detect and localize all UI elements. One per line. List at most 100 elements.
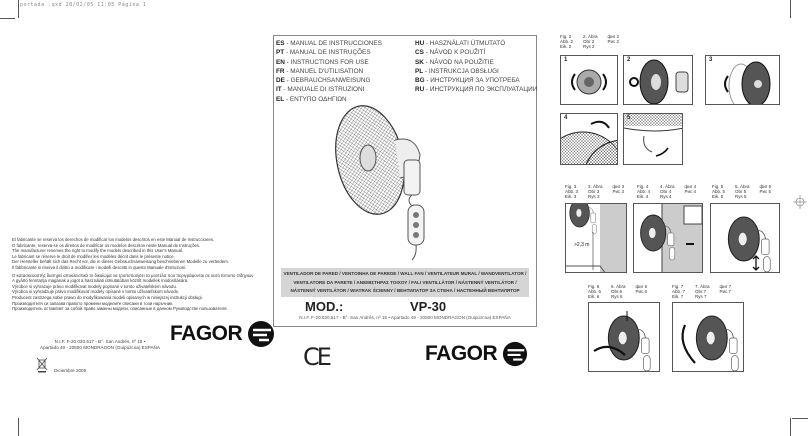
language-item: DE - GEBRAUCHSANWEISUNG [276, 76, 382, 85]
figure-caption: 5. Ábra Obr 5 Rys 5 [735, 184, 750, 199]
language-title: - MANUAL DE INSTRUCCIONES [286, 40, 382, 47]
figure-caption: 6. Ábra Obr.6 Rys 6 [611, 284, 626, 299]
language-code: SK [415, 58, 424, 66]
language-code: ES [276, 40, 285, 47]
fig2-step3-drawing [724, 61, 771, 104]
legal-line: Der Hersteller behält sich das Recht vor… [12, 259, 230, 265]
language-code: CS [415, 49, 424, 57]
model-number: VP-30 [410, 299, 447, 314]
figure-caption: фиг 7 Рис.7 [719, 284, 732, 294]
language-item: RU - ИНСТРУКЦИЯ ПО ЭКСПЛУАТАЦИИ [415, 85, 537, 94]
legal-line: Il fabbricante si riserva il diritto a m… [12, 264, 187, 270]
figure-caption: фиг 4 Рис 4 [684, 184, 697, 194]
language-item: ES - MANUAL DE INSTRUCCIONES [276, 39, 382, 48]
language-code: PL [415, 67, 424, 75]
language-title: - MANUAL DE INSTRUÇÕES [285, 49, 371, 57]
cover-frame [273, 35, 537, 327]
crop-mark [790, 0, 791, 18]
legal-line: A gyártó fenntartja magának a jogot a ha… [12, 278, 189, 284]
figure-caption: Fig. 4 Abb. 4 Eik. 4 [637, 184, 651, 199]
fig6-box-drawing [593, 311, 651, 371]
language-title: - ΕΝΤΥΠΟ ΟΔΗΓΙΩΝ [285, 95, 347, 103]
language-code: BG [415, 77, 425, 85]
fig2-step4: 4 [560, 113, 618, 165]
ce-mark: CE [303, 343, 332, 371]
file-slug: portada .qxd 28/02/05 11:05 Página 1 [20, 2, 147, 8]
figure-caption: 3. Ábra Obr 3 Rys 3 [588, 184, 603, 199]
figure-label-2: Fig. 2 Abb. 2 Eik. 2 2. Ábra Obr 2 Rys 2 ф… [560, 34, 620, 49]
language-title: - INSTRUKCJA OBSŁUGI [424, 67, 499, 75]
crop-mark [18, 0, 19, 18]
step-number: 2 [627, 57, 631, 63]
language-item: PT - MANUAL DE INSTRUÇÕES [276, 48, 382, 57]
language-title: - MANUALE DI ISTRUZIONI [283, 86, 365, 94]
language-code: DE [276, 77, 285, 85]
legal-line: O fabricante, reserva-se os direitos de … [12, 242, 201, 248]
language-code: FR [276, 67, 285, 75]
legal-line: Производитель оставляет за собой право з… [12, 306, 228, 312]
fig4-box-drawing [640, 204, 702, 272]
fig2-step5: 5 [623, 113, 683, 165]
weee-bin-icon [36, 357, 48, 378]
language-code: PT [276, 49, 285, 57]
language-code: EL [276, 95, 285, 103]
product-name-band: VENTILADOR DE PARED / VENTOINHA DE PARED… [281, 268, 529, 297]
legal-line: Výrobca si vyhradzuje právo modifikovať … [12, 289, 180, 295]
figure-caption: фиг 2 Рис 2 [607, 34, 620, 44]
brand-name: FAGOR [170, 322, 243, 345]
fagor-emblem-icon [248, 321, 275, 347]
fig7-box-drawing [681, 315, 739, 371]
language-item: IT - MANUALE DI ISTRUZIONI [276, 85, 382, 94]
figure-caption: фиг 3 Рис 3 [612, 184, 625, 194]
legal-line: Производителя си запазва правото промени… [12, 300, 174, 306]
language-item: CS - NÁVOD K POUŽITÍ [415, 48, 537, 57]
legal-line: Producent zastrzega sobie prawo do modyf… [12, 294, 203, 300]
figure-caption: Fig. 2 Abb. 2 Eik. 2 [560, 34, 574, 49]
language-item: EL - ΕΝΤΥΠΟ ΟΔΗΓΙΩΝ [276, 95, 382, 104]
mounting-height-label: >2,3 m [574, 242, 590, 248]
language-code: HU [415, 40, 425, 47]
figure-caption: фиг 6 Рис.6 [635, 284, 648, 294]
step-number: 4 [564, 115, 568, 121]
figure-caption: Fig. 6 Abb. 6 Eik. 6 [588, 284, 602, 299]
figure-caption: 2. Ábra Obr 2 Rys 2 [583, 34, 598, 49]
language-item: FR - MANUEL D'UTILISATION [276, 67, 382, 76]
language-code: IT [276, 86, 282, 94]
fagor-emblem-icon [503, 341, 528, 367]
legal-line: Le fabricant se réserve le droit de modi… [12, 253, 175, 259]
language-item: PL - INSTRUKCJA OBSŁUGI [415, 67, 537, 76]
address-footer: N.I.F. F-20.020.517 - B°. San Andrés, nº… [299, 315, 511, 320]
crop-mark [792, 418, 808, 419]
language-title: - HASZNÁLATI ÚTMUTATÓ [426, 40, 506, 47]
fig2-step2-drawing [629, 59, 689, 104]
fig2-step5-drawing [624, 114, 682, 157]
figure-caption: 7. Ábra Obr.7 Rys 7 [695, 284, 710, 299]
language-item: EN - INSTRUCTIONS FOR USE [276, 58, 382, 67]
figure-label-6: Fig. 6 Abb. 6 Eik. 6 6. Ábra Obr.6 Rys 6 ф… [588, 284, 648, 299]
fagor-logo-back: FAGOR [170, 320, 275, 348]
language-item: SK - NÁVOD NA POUŽITIE [415, 58, 537, 67]
fig5-box [710, 203, 780, 273]
language-item: HU - HASZNÁLATI ÚTMUTATÓ [415, 39, 537, 48]
legal-line: O κατασκευαστής διατηρεί αποκλειστικά το… [12, 272, 254, 278]
language-title: - ИНСТРУКЦИЯ ПО ЭКСПЛУАТАЦИИ [426, 86, 538, 94]
legal-line: El fabricante se reserva los derechos de… [12, 237, 215, 242]
step-number: 3 [709, 57, 713, 63]
product-name-line: VENTILATORE DA PARETE / ΑΝΕΜΙΣΤΗΡΑΣ ΤΟΙΧ… [293, 279, 517, 285]
fig2-step1-drawing [571, 69, 607, 95]
step-number: 1 [564, 57, 568, 63]
language-title: - ИНСТРУКЦИЯ ЗА УПОТРЕБА [426, 77, 520, 85]
language-code: EN [276, 58, 285, 66]
fig2-step2: 2 [623, 55, 693, 105]
date: Diciembre 2005 [54, 368, 87, 373]
language-title: - NÁVOD NA POUŽITIE [425, 58, 494, 66]
fig7-box [672, 302, 744, 372]
legal-line: Výrobce si vyhrazuje právo modifikovat m… [12, 283, 178, 289]
crop-mark [790, 418, 791, 436]
address-line-1: N.I.F. F-20.020.517 - B°. San Andrés, nº… [54, 339, 146, 344]
figure-caption: фиг 5 Рис 5 [759, 184, 772, 194]
